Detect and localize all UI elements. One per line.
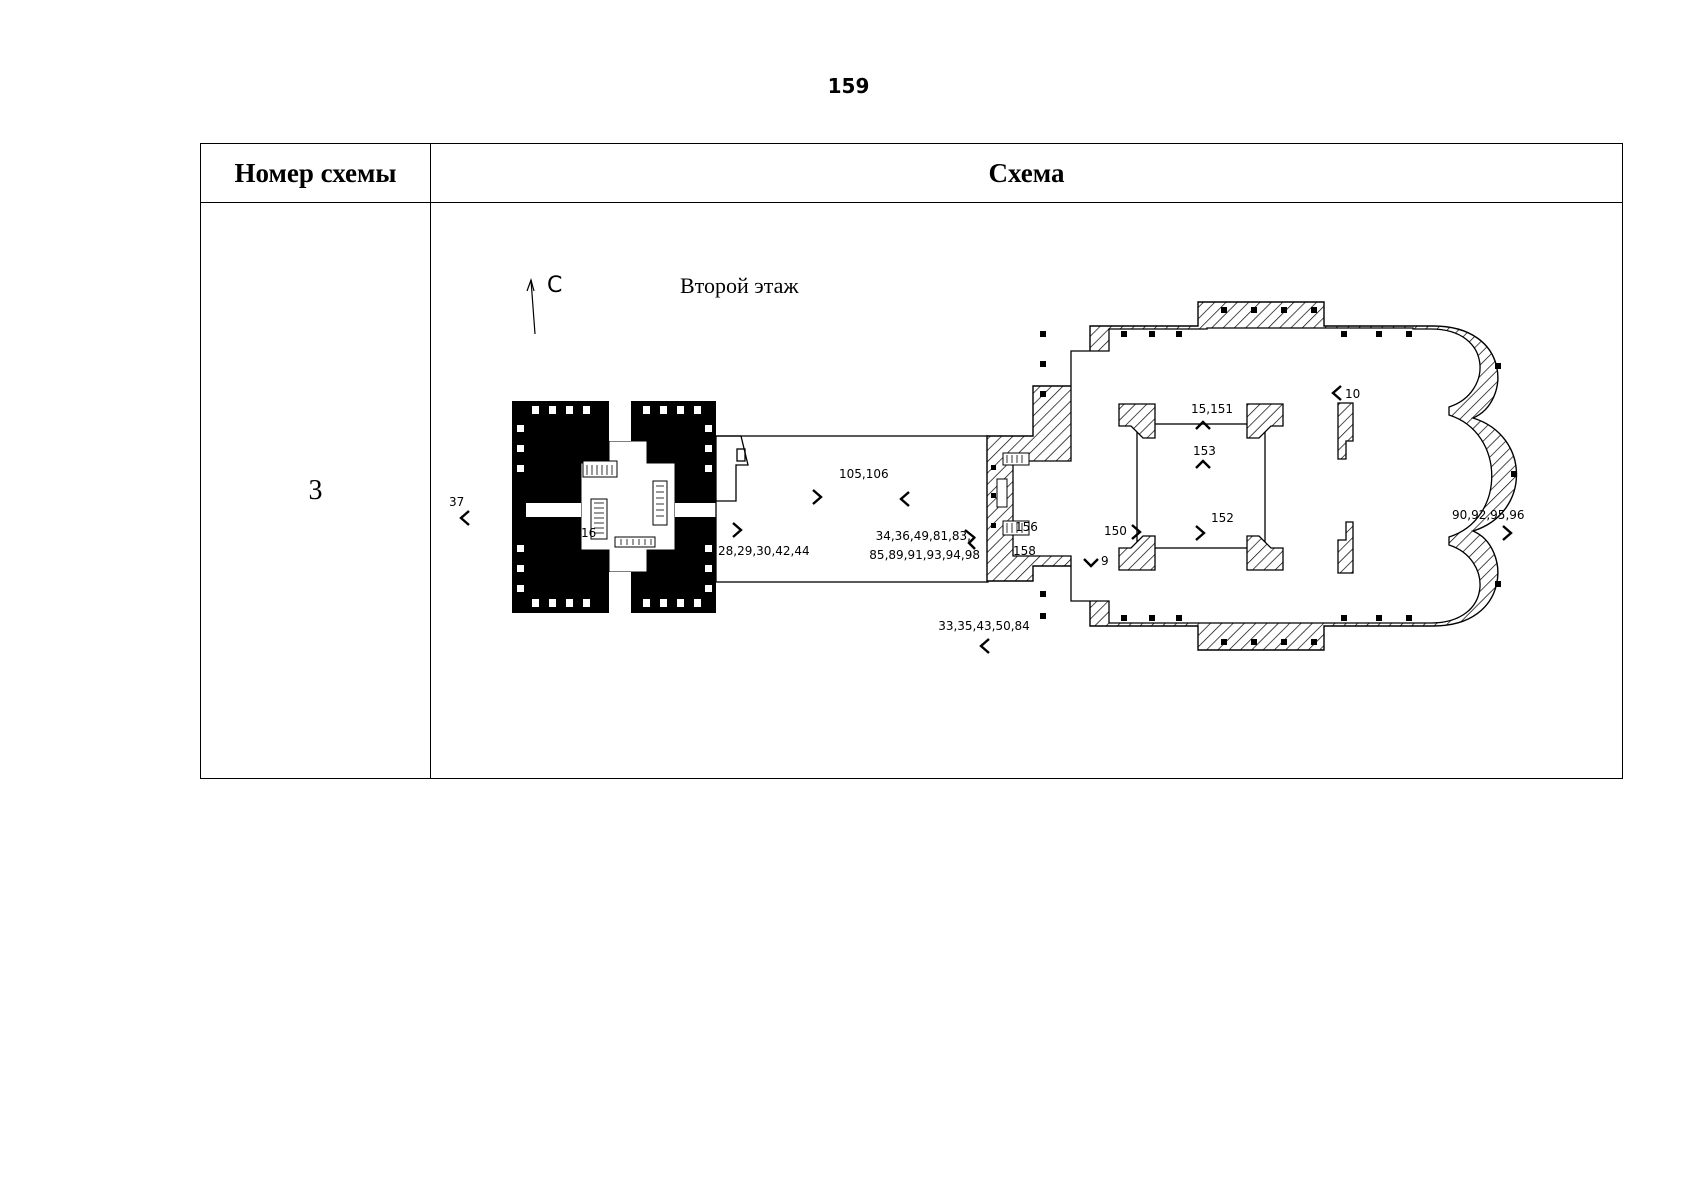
viewpoint-label: 33,35,43,50,84: [938, 619, 1030, 633]
page-number: 159: [827, 74, 870, 98]
floor-plan: С Второй этаж: [449, 273, 1525, 654]
viewpoint-label: 105,106: [839, 467, 889, 481]
table-header-row: Номер схемы Схема: [200, 143, 1623, 203]
arrow-up-icon: [1195, 420, 1211, 430]
viewpoint-label: 9: [1101, 554, 1109, 568]
north-label: С: [547, 273, 562, 298]
arrow-left-icon: [979, 638, 990, 654]
church: [986, 301, 1518, 651]
table-row: 3 С Второй этаж: [200, 202, 1623, 779]
scheme-cell: С Второй этаж: [430, 202, 1623, 779]
viewpoint-label: 28,29,30,42,44: [718, 544, 810, 558]
arrow-left-icon: [566, 523, 577, 539]
viewpoint-label: 37: [449, 495, 464, 509]
north-arrow-icon: [526, 278, 536, 335]
viewpoint-label: 158: [1013, 544, 1036, 558]
viewpoint-label: 15,151: [1191, 402, 1233, 416]
viewpoint-label: 150: [1104, 524, 1127, 538]
arrow-left-icon: [967, 536, 976, 550]
arrow-right-icon: [732, 522, 743, 538]
viewpoint-label: 16: [581, 526, 596, 540]
arrow-up-icon: [1195, 459, 1211, 469]
viewpoint-label: 34,36,49,81,83,: [876, 529, 971, 543]
scheme-number-cell: 3: [200, 202, 431, 779]
viewpoint-label: 152: [1211, 511, 1234, 525]
viewpoint-label: 156: [1015, 520, 1038, 534]
header-scheme-number: Номер схемы: [200, 143, 431, 203]
viewpoint-label: 153: [1193, 444, 1216, 458]
bell-tower: [512, 401, 716, 613]
viewpoint-label: 10: [1345, 387, 1360, 401]
arrow-left-icon: [964, 529, 976, 539]
header-scheme: Схема: [430, 143, 1623, 203]
arrow-left-icon: [899, 491, 910, 507]
arrow-left-icon: [459, 510, 470, 526]
arrow-right-icon: [1195, 525, 1206, 541]
floor-title: Второй этаж: [680, 273, 799, 298]
arrow-right-icon: [1131, 524, 1142, 540]
arrow-left-icon: [1331, 385, 1342, 401]
viewpoint-label: 90,92,95,96: [1452, 508, 1525, 522]
schemes-table: Номер схемы Схема 3 С Второй этаж: [200, 143, 1623, 779]
arrow-right-icon: [812, 489, 823, 505]
arrow-right-icon: [1502, 525, 1513, 541]
viewpoint-label: 85,89,91,93,94,98: [869, 548, 980, 562]
arrow-down-icon: [1083, 558, 1099, 568]
